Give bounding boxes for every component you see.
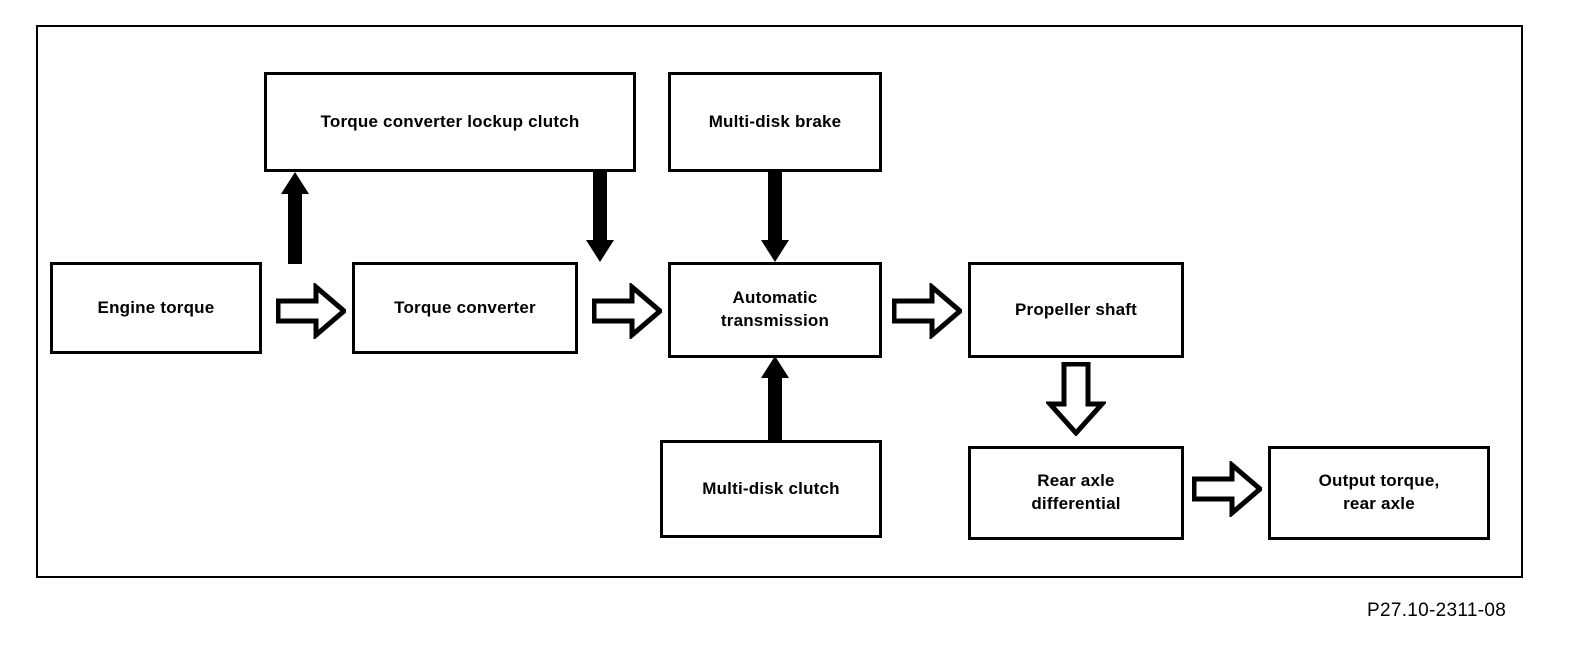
node-label: Torque converter lockup clutch: [320, 111, 580, 131]
node-automatic-transmission[interactable]: Automatic transmission: [668, 262, 882, 358]
node-multi-disk-brake[interactable]: Multi-disk brake: [668, 72, 882, 172]
node-propeller-shaft[interactable]: Propeller shaft: [968, 262, 1184, 358]
node-engine-torque[interactable]: Engine torque: [50, 262, 262, 354]
arrowhead-down-icon: [761, 240, 789, 262]
node-rear-axle-differential[interactable]: Rear axle differential: [968, 446, 1184, 540]
node-label: Rear axle differential: [1031, 471, 1121, 513]
node-label: Torque converter: [394, 297, 536, 317]
node-label: Multi-disk clutch: [702, 478, 840, 498]
arrow-transmission-to-propeller: [892, 283, 962, 339]
node-label: Output torque, rear axle: [1318, 471, 1440, 513]
arrowhead-up-icon: [761, 356, 789, 378]
arrow-shaft: [768, 170, 782, 244]
node-torque-converter-lockup-clutch[interactable]: Torque converter lockup clutch: [264, 72, 636, 172]
arrow-engine-to-converter: [276, 283, 346, 339]
arrowhead-up-icon: [281, 172, 309, 194]
arrow-rear-axle-to-output: [1192, 461, 1262, 517]
arrowhead-down-icon: [586, 240, 614, 262]
arrow-converter-to-lockup-clutch: [281, 172, 309, 264]
arrow-brake-to-transmission: [761, 170, 789, 262]
diagram-caption: P27.10-2311-08: [1367, 600, 1507, 621]
arrow-propeller-to-rear-axle: [1046, 362, 1106, 436]
node-label: Multi-disk brake: [708, 111, 842, 131]
node-output-torque-rear-axle[interactable]: Output torque, rear axle: [1268, 446, 1490, 540]
node-label: Automatic transmission: [720, 288, 830, 330]
arrow-clutch-to-transmission: [761, 356, 789, 442]
arrow-converter-to-transmission: [592, 283, 662, 339]
arrow-shaft: [593, 170, 607, 244]
arrow-shaft: [288, 190, 302, 264]
node-torque-converter[interactable]: Torque converter: [352, 262, 578, 354]
arrow-lockup-clutch-to-converter: [586, 170, 614, 262]
arrow-shaft: [768, 374, 782, 442]
node-multi-disk-clutch[interactable]: Multi-disk clutch: [660, 440, 882, 538]
node-label: Propeller shaft: [1014, 299, 1138, 319]
node-label: Engine torque: [97, 297, 215, 317]
